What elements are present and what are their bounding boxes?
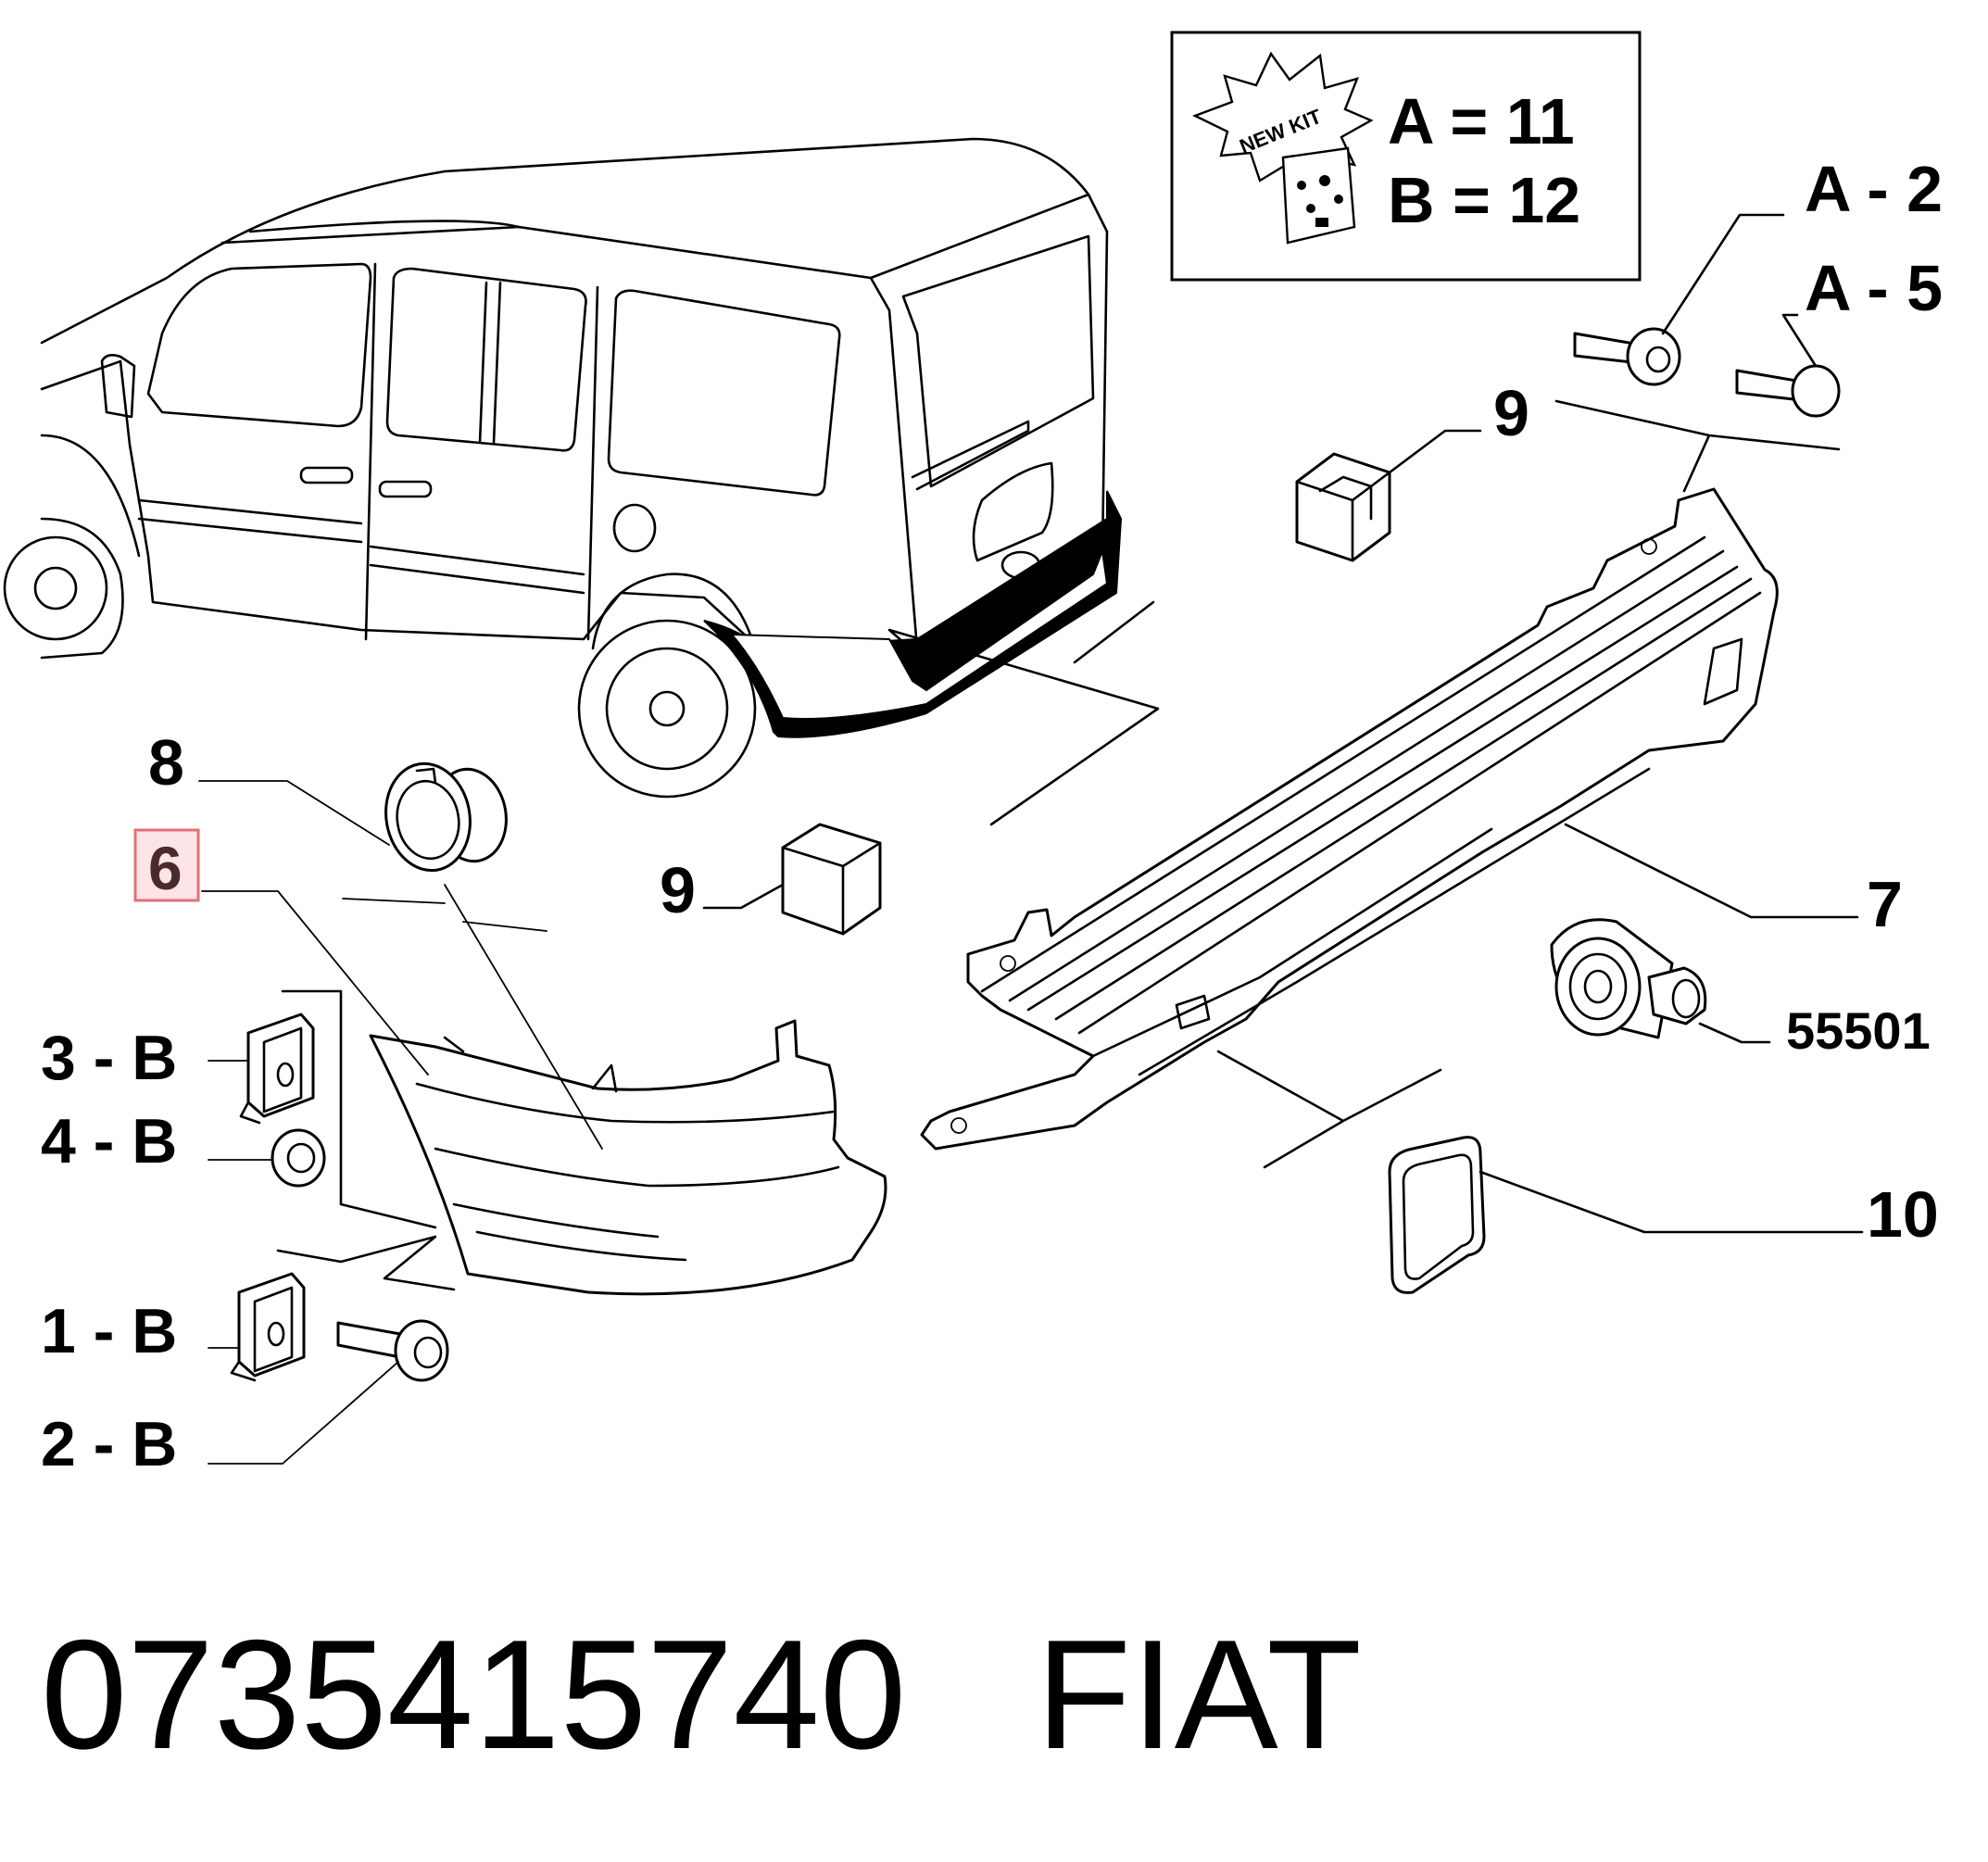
rear-bar-7-icon	[920, 487, 1779, 1151]
screw-2b-icon	[336, 1319, 449, 1382]
bolt-a2-icon	[1573, 327, 1681, 386]
callout-1b: 1 - B	[41, 1296, 177, 1366]
callout-4b: 4 - B	[41, 1106, 177, 1176]
footer-caption: 0735415740 FIAT	[41, 1617, 1362, 1772]
callout-6: 6	[148, 834, 182, 902]
callout-6-highlight	[133, 828, 200, 902]
lamp-housing-8-icon	[384, 761, 508, 873]
van-leader-line	[887, 572, 1160, 826]
callout-9-lower: 9	[660, 854, 696, 926]
clip-1b-icon	[230, 1272, 306, 1382]
callout-10: 10	[1867, 1178, 1939, 1251]
van-illustration	[3, 137, 1123, 799]
bushing-55501-icon	[1550, 918, 1707, 1039]
bumper-end-cap-6-icon	[369, 1019, 887, 1296]
clip-3b-icon	[239, 1013, 315, 1125]
footer-brand: FIAT	[1036, 1607, 1362, 1781]
kit-box: NEW KIT A = 11 B = 12	[1170, 31, 1642, 282]
callout-55501: 55501	[1786, 1001, 1931, 1060]
callout-3b: 3 - B	[41, 1023, 177, 1093]
kit-bag-icon	[1281, 146, 1356, 245]
callout-a5: A - 5	[1805, 252, 1943, 324]
footer-part-number: 0735415740	[41, 1607, 907, 1781]
nut-4b-icon	[271, 1128, 326, 1188]
callout-2b: 2 - B	[41, 1409, 177, 1479]
callout-7: 7	[1867, 868, 1903, 940]
clip-9-upper-icon	[1295, 452, 1391, 562]
pad-10-icon	[1388, 1136, 1486, 1294]
callout-9-upper: 9	[1493, 377, 1529, 449]
callout-a2: A - 2	[1805, 153, 1943, 225]
callout-8: 8	[148, 726, 184, 799]
kit-line-a: A = 11	[1388, 85, 1575, 157]
bolt-a5-icon	[1735, 364, 1841, 418]
clip-9-lower-icon	[781, 823, 882, 936]
kit-line-b: B = 12	[1388, 164, 1580, 236]
